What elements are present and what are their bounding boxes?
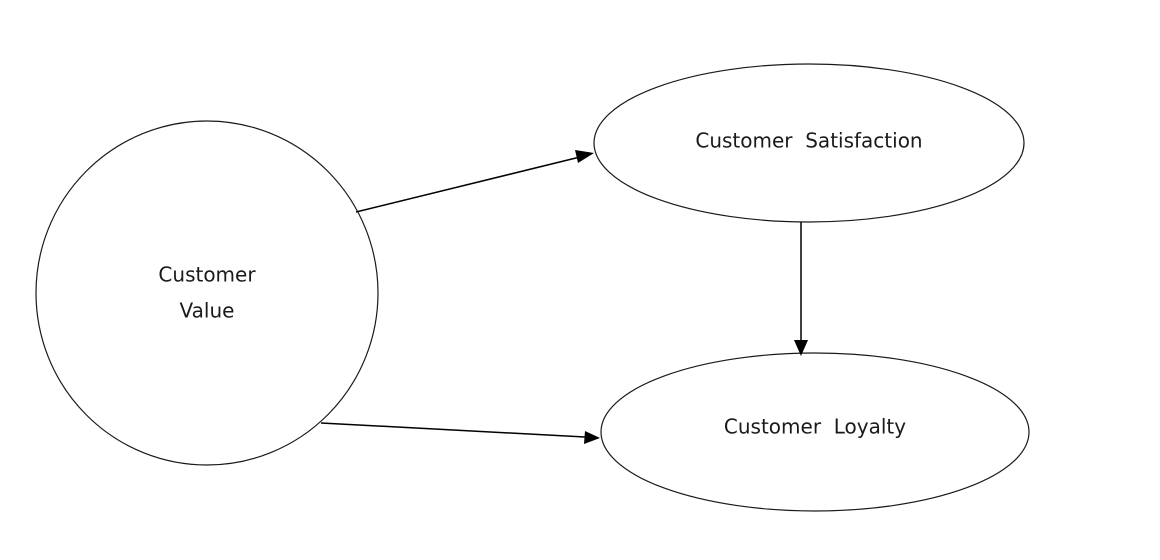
customer-loyalty-ellipse bbox=[600, 352, 1030, 512]
node-customer-satisfaction: Customer Satisfaction bbox=[593, 63, 1025, 223]
arrow-head-icon bbox=[794, 340, 808, 356]
edge-value-to-satisfaction bbox=[355, 150, 594, 213]
edge-value-to-satisfaction-line bbox=[355, 156, 581, 213]
edge-value-to-loyalty bbox=[320, 422, 600, 444]
edge-value-to-loyalty-line bbox=[320, 422, 586, 438]
node-customer-value: Customer Value bbox=[35, 120, 379, 466]
edge-satisfaction-to-loyalty bbox=[794, 222, 808, 356]
customer-loyalty-label: Customer Loyalty bbox=[724, 415, 906, 439]
customer-value-circle bbox=[35, 120, 379, 466]
arrow-head-icon bbox=[584, 431, 600, 444]
arrow-head-icon bbox=[575, 150, 594, 163]
customer-value-label-line2: Value bbox=[180, 299, 235, 323]
customer-satisfaction-label: Customer Satisfaction bbox=[695, 129, 922, 153]
customer-value-label-line1: Customer bbox=[158, 263, 256, 287]
customer-satisfaction-ellipse bbox=[593, 63, 1025, 223]
node-customer-loyalty: Customer Loyalty bbox=[600, 352, 1030, 512]
